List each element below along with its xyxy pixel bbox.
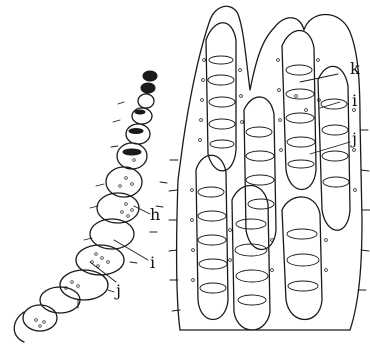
filament-cell [126,124,150,144]
pointer-i-left [114,240,148,260]
filament-band [123,149,141,155]
filament-tip-cell [141,83,155,93]
label-i-left: i [150,253,155,272]
cell-column [282,31,316,190]
label-k: k [350,59,360,78]
filament-tip-cell [143,71,157,81]
label-pointers [90,74,350,282]
cell-column [244,97,276,250]
filament-cell [60,270,108,300]
filament-cell [97,193,139,223]
pointer-h [134,206,150,214]
pointer-k [300,74,338,82]
label-j-right: j [350,129,357,148]
filament-cell [40,287,80,313]
filament-cell [138,94,154,108]
cell-column [318,66,350,230]
filament-cell [106,167,142,197]
chloroplast-bands [198,56,349,305]
filament-band [135,110,145,114]
label-h: h [150,205,160,224]
filament-band [129,129,143,134]
cell-network [169,6,370,330]
filament-strand [14,71,167,342]
filament-granules [35,151,136,328]
pointer-i-right [320,102,340,108]
filament-cell [117,143,147,169]
label-i-right: i [352,91,357,110]
wall-granules [191,59,357,282]
label-j-left: j [114,281,121,300]
pointer-j-left [90,262,116,282]
